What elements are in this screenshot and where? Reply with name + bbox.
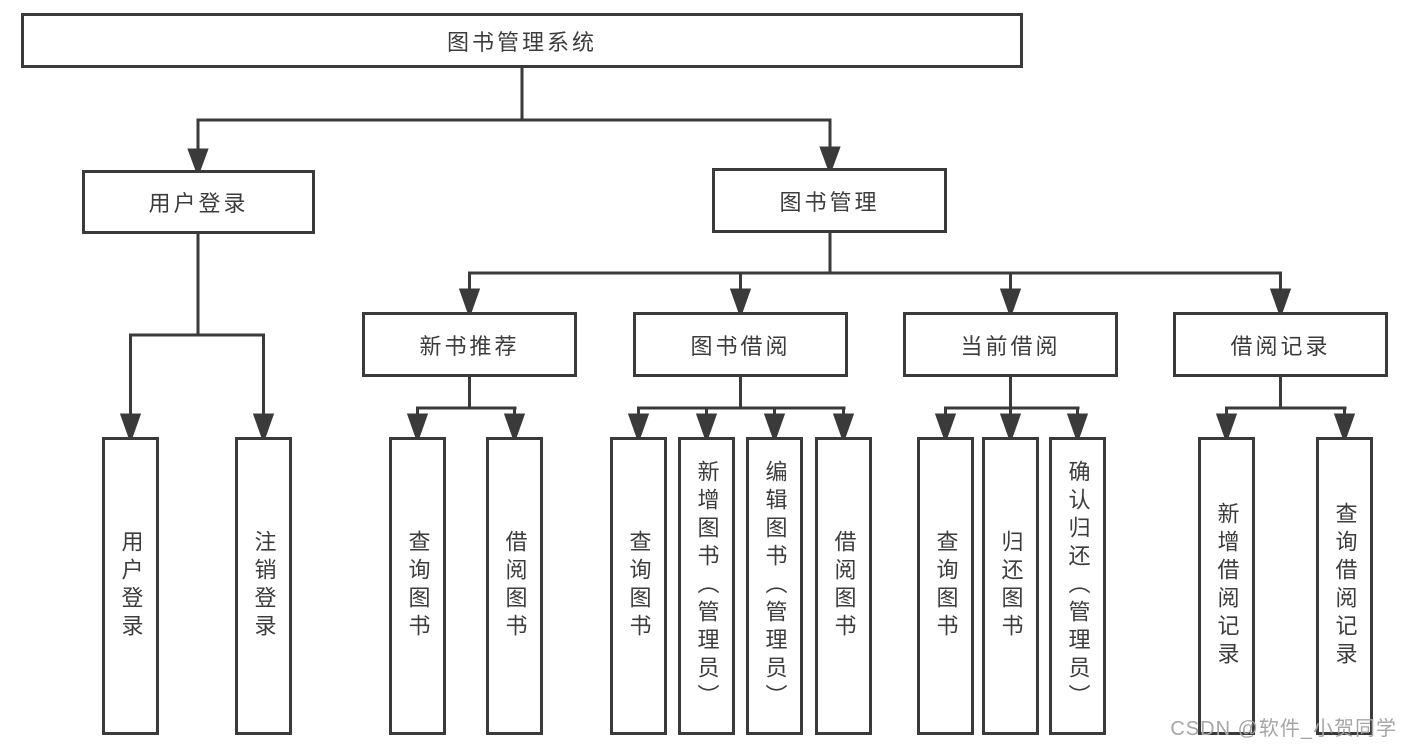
node-query-books-borrowing: 查询图书 xyxy=(610,437,667,735)
arrowhead-icon xyxy=(763,413,786,444)
node-edit-books-admin: 编辑图书（管理员） xyxy=(746,437,803,735)
node-label: 图书管理 xyxy=(779,189,880,215)
node-label: 查询图书 xyxy=(626,530,652,642)
arrowhead-icon xyxy=(1066,413,1089,444)
arrowhead-icon xyxy=(729,288,752,319)
node-book-borrowing: 图书借阅 xyxy=(633,312,848,377)
node-logout-action: 注销登录 xyxy=(235,437,292,735)
node-borrow-books-borrowing: 借阅图书 xyxy=(815,437,872,735)
node-label: 编辑图书（管理员） xyxy=(762,460,788,712)
node-label: 用户登录 xyxy=(148,191,249,216)
node-label: 新增图书（管理员） xyxy=(694,460,720,712)
node-add-borrow-record: 新增借阅记录 xyxy=(1198,437,1255,735)
arrowhead-icon xyxy=(999,288,1022,319)
node-add-books-admin: 新增图书（管理员） xyxy=(678,437,735,735)
arrowhead-icon xyxy=(458,288,481,319)
arrowhead-icon xyxy=(934,413,957,444)
node-label: 用户登录 xyxy=(118,530,144,642)
arrowhead-icon xyxy=(503,413,526,444)
node-query-borrow-record: 查询借阅记录 xyxy=(1316,437,1373,735)
node-return-books: 归还图书 xyxy=(982,437,1039,735)
node-current-borrowing: 当前借阅 xyxy=(903,312,1118,377)
arrowhead-icon xyxy=(252,413,275,444)
node-query-books-current: 查询图书 xyxy=(917,437,974,735)
node-label: 借阅记录 xyxy=(1230,333,1331,359)
node-label: 图书借阅 xyxy=(690,333,791,359)
arrowhead-icon xyxy=(119,413,142,444)
node-label: 查询图书 xyxy=(933,530,959,642)
arrowhead-icon xyxy=(1215,413,1238,444)
arrowhead-icon xyxy=(406,413,429,444)
node-label: 借阅图书 xyxy=(831,530,857,642)
arrowhead-icon xyxy=(1269,288,1292,319)
node-label: 当前借阅 xyxy=(960,333,1061,359)
arrowhead-icon xyxy=(1333,413,1356,444)
node-user-login: 用户登录 xyxy=(82,170,315,234)
arrowhead-icon xyxy=(819,146,841,176)
node-label: 图书管理系统 xyxy=(446,29,597,55)
node-label: 注销登录 xyxy=(251,530,277,642)
node-library-management-system: 图书管理系统 xyxy=(21,13,1023,68)
arrowhead-icon xyxy=(187,148,209,178)
connector-group xyxy=(119,68,1356,444)
node-book-management: 图书管理 xyxy=(712,168,947,233)
csdn-watermark: CSDN @软件_小贺同学 xyxy=(1170,718,1397,740)
node-new-book-recommendation: 新书推荐 xyxy=(362,312,577,377)
node-label: 借阅图书 xyxy=(502,530,528,642)
node-label: 新书推荐 xyxy=(419,333,520,359)
arrowhead-icon xyxy=(627,413,650,444)
node-label: 查询图书 xyxy=(405,530,431,642)
node-label: 新增借阅记录 xyxy=(1214,502,1240,670)
node-confirm-return-admin: 确认归还（管理员） xyxy=(1049,437,1106,735)
node-label: 查询借阅记录 xyxy=(1332,502,1358,670)
node-borrow-books-newbook: 借阅图书 xyxy=(486,437,543,735)
arrowhead-icon xyxy=(695,413,718,444)
node-label: 归还图书 xyxy=(998,530,1024,642)
arrowhead-icon xyxy=(832,413,855,444)
node-label: 确认归还（管理员） xyxy=(1065,460,1091,712)
node-user-login-action: 用户登录 xyxy=(102,437,159,735)
node-query-books-newbook: 查询图书 xyxy=(389,437,446,735)
arrowhead-icon xyxy=(999,413,1022,444)
node-borrowing-records: 借阅记录 xyxy=(1173,312,1388,377)
